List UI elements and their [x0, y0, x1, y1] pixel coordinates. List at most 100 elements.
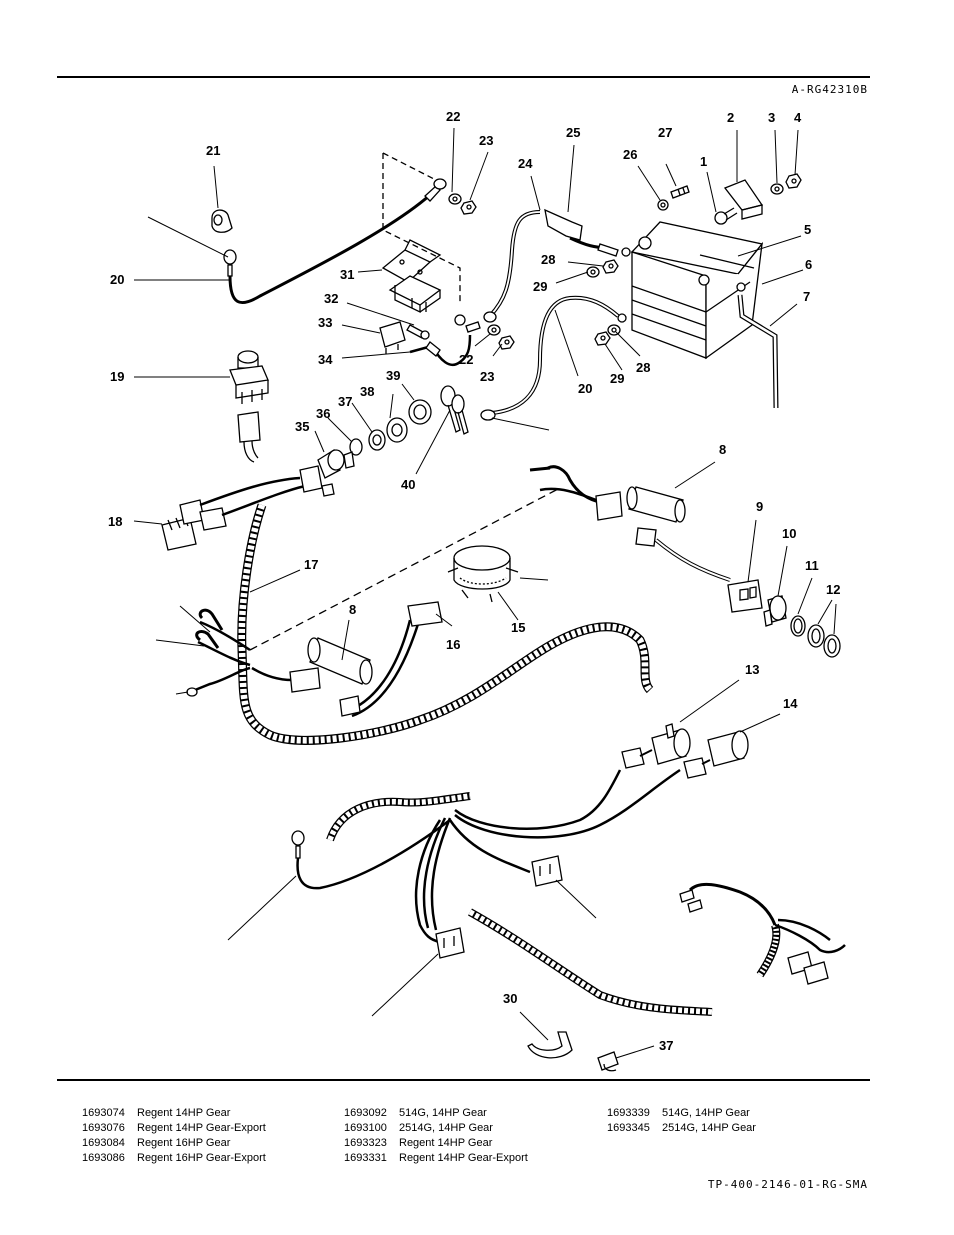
callout-36: 36 [316, 406, 330, 421]
leader-lines [133, 127, 837, 1059]
callout-4: 4 [794, 110, 802, 125]
callout-20-battery: 20 [578, 381, 592, 396]
connector-lower-left [435, 927, 465, 959]
model-row: 1693331 Regent 14HP Gear-Export [344, 1151, 528, 1166]
washer-22-top [448, 193, 462, 205]
bezel-38 [386, 417, 408, 443]
model-row: 1693345 2514G, 14HP Gear [607, 1121, 756, 1136]
harness-sleeve-8-lower [307, 637, 373, 685]
washer-11 [790, 615, 806, 637]
ground-wire-20 [223, 178, 447, 305]
callout-13: 13 [745, 662, 759, 677]
clamp-37-lower [597, 1051, 619, 1072]
callout-34: 34 [318, 352, 333, 367]
nut-4 [785, 173, 802, 189]
lower-harness [291, 768, 713, 1016]
washer-3 [770, 183, 784, 195]
screw-32 [406, 324, 430, 340]
callout-23-top: 23 [479, 133, 493, 148]
callout-25: 25 [566, 125, 580, 140]
diode-33 [379, 321, 406, 354]
washer-28-lower [607, 324, 621, 336]
nut-23-lower [498, 335, 515, 350]
callout-6: 6 [805, 257, 812, 272]
washer-29-top [586, 266, 600, 278]
nut-23-top [460, 200, 477, 215]
callout-33: 33 [318, 315, 332, 330]
model-number: 1693331 [344, 1152, 387, 1164]
model-name: 2514G, 14HP Gear [662, 1122, 756, 1134]
callout-26: 26 [623, 147, 637, 162]
callout-14: 14 [783, 696, 798, 711]
callout-39: 39 [386, 368, 400, 383]
callout-21: 21 [206, 143, 220, 158]
callout-28-lower: 28 [636, 360, 650, 375]
battery-bracket [723, 179, 764, 220]
washer-12a [807, 624, 825, 648]
callout-30: 30 [503, 991, 517, 1006]
battery-negative-cable [480, 295, 627, 421]
connector-16 [339, 601, 443, 718]
washer-36 [349, 438, 363, 456]
callout-40: 40 [401, 477, 415, 492]
model-name: Regent 16HP Gear [137, 1137, 231, 1149]
callout-9: 9 [756, 499, 763, 514]
model-number: 1693086 [82, 1152, 125, 1164]
pto-switch [229, 350, 269, 463]
nut-29-lower [594, 331, 611, 346]
nut-28-top [602, 259, 619, 274]
jumper-wire-34 [409, 314, 481, 367]
connector-lower-mid [531, 855, 563, 887]
solenoid-13 [621, 723, 691, 769]
top-rule [57, 76, 870, 78]
model-row: 1693086 Regent 16HP Gear-Export [82, 1151, 266, 1166]
nut-37 [368, 429, 386, 451]
bolt-1 [714, 207, 738, 225]
model-name: 514G, 14HP Gear [662, 1107, 750, 1119]
callout-8-upper: 8 [719, 442, 726, 457]
model-number: 1693074 [82, 1107, 125, 1119]
callout-22-lower: 22 [459, 352, 473, 367]
routing-dashed-line [249, 487, 561, 651]
harness-sleeve-8-upper [626, 486, 686, 523]
ignition-switch [317, 448, 355, 479]
model-number: 1693345 [607, 1122, 650, 1134]
callout-27: 27 [658, 125, 672, 140]
control-module-15 [447, 545, 519, 603]
model-name: Regent 16HP Gear-Export [137, 1152, 266, 1164]
callout-37-lower: 37 [659, 1038, 673, 1053]
callout-18: 18 [108, 514, 122, 529]
callout-37: 37 [338, 394, 352, 409]
callout-labels: 1 2 3 4 5 6 7 8 9 10 11 12 13 14 15 16 8… [108, 109, 840, 1053]
model-number: 1693092 [344, 1107, 387, 1119]
model-name: Regent 14HP Gear-Export [399, 1152, 528, 1164]
callout-28-top: 28 [541, 252, 555, 267]
callout-8-lower: 8 [349, 602, 356, 617]
oil-pressure-switch-10 [763, 595, 787, 627]
callout-22-top: 22 [446, 109, 460, 124]
harness-branch-left [186, 608, 321, 697]
solenoid-14 [683, 730, 749, 779]
bottom-rule [57, 1079, 870, 1081]
callout-12: 12 [826, 582, 840, 597]
model-name: Regent 14HP Gear [137, 1107, 231, 1119]
callout-5: 5 [804, 222, 811, 237]
callout-1: 1 [700, 154, 707, 169]
callout-11: 11 [805, 558, 819, 573]
oil-pressure-switch-harness-9 [635, 527, 763, 613]
callout-20-left: 20 [110, 272, 124, 287]
boot-39 [408, 399, 432, 425]
cable-tie-30 [527, 1031, 573, 1059]
callout-2: 2 [727, 110, 734, 125]
grommet-21 [211, 209, 233, 233]
washer-22-lower [487, 324, 501, 336]
model-name: Regent 14HP Gear [399, 1137, 493, 1149]
callout-17: 17 [304, 557, 318, 572]
solenoid [381, 152, 461, 314]
